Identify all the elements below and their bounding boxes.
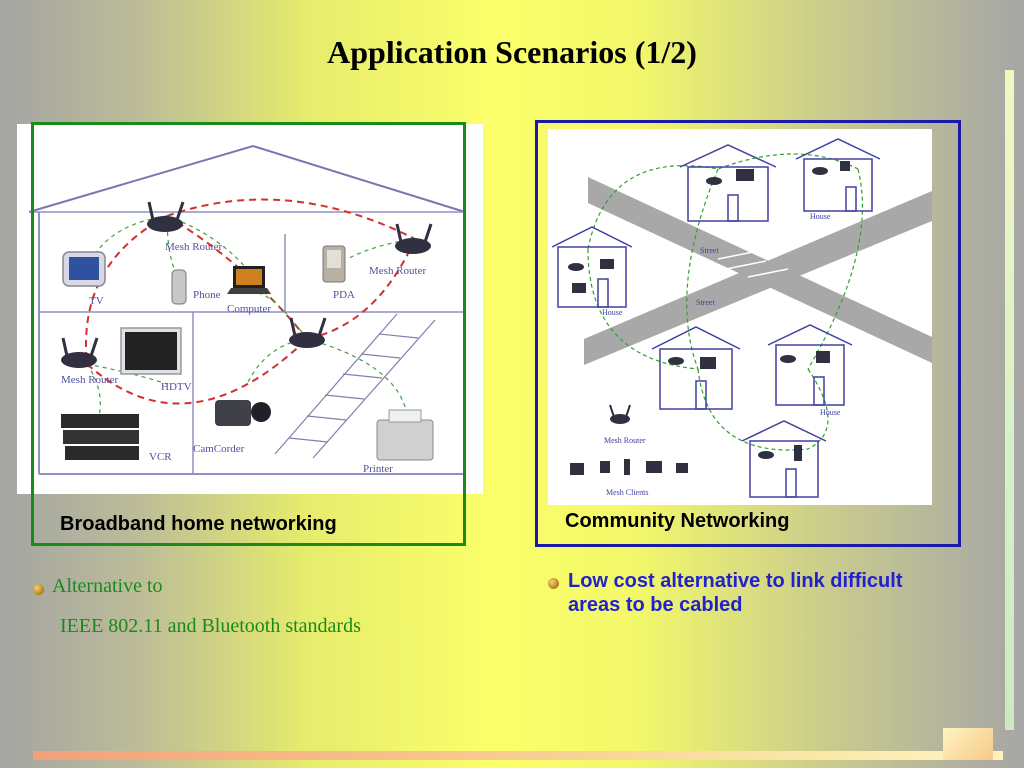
right-bullet-text: Low cost alternative to link difficult a… — [568, 570, 903, 616]
house-icon — [679, 144, 777, 222]
mesh-router-icon — [61, 337, 99, 368]
community-network-caption: Community Networking — [565, 510, 790, 532]
mesh-clients-legend-icon — [570, 459, 688, 475]
decorative-corner-box — [943, 728, 993, 760]
label-hdtv: HDTV — [161, 381, 192, 393]
phone-icon — [171, 269, 187, 305]
mesh-router-icon — [395, 223, 433, 254]
hdtv-icon — [120, 327, 182, 375]
bullet-icon — [548, 578, 559, 589]
mesh-router-icon — [289, 317, 327, 348]
label-mesh-clients: Mesh Clients — [606, 488, 648, 497]
label-house-top-right: House — [810, 212, 831, 221]
label-computer: Computer — [227, 303, 271, 315]
home-network-caption: Broadband home networking — [60, 513, 337, 535]
pda-icon — [322, 245, 346, 283]
camcorder-icon — [215, 400, 271, 426]
house-icon — [767, 324, 853, 406]
label-pda: PDA — [333, 289, 355, 301]
slide-title: Application Scenarios (1/2) — [327, 34, 697, 70]
left-bullet-line2: IEEE 802.11 and Bluetooth standards — [60, 615, 361, 637]
label-vcr: VCR — [149, 451, 172, 463]
label-mesh-router-left: Mesh Router — [61, 374, 118, 386]
community-network-frame — [535, 120, 961, 547]
label-mesh-router-top: Mesh Router — [165, 241, 222, 253]
community-network-illustration: House House House Street Street Mesh Rou… — [551, 138, 932, 498]
decorative-bottom-bar — [33, 751, 1003, 760]
decorative-side-bar — [1005, 70, 1014, 730]
tv-icon — [62, 251, 106, 287]
house-icon — [551, 226, 633, 308]
label-house-bottom-right: House — [820, 408, 841, 417]
printer-icon — [376, 409, 434, 461]
label-house-left: House — [602, 308, 623, 317]
bullet-icon — [33, 584, 44, 595]
label-tv: TV — [89, 295, 104, 307]
label-street-1: Street — [700, 246, 719, 255]
house-icon — [651, 326, 741, 410]
left-bullet-line1: Alternative to — [52, 575, 163, 597]
label-mesh-router: Mesh Router — [604, 436, 646, 445]
label-street-2: Street — [696, 298, 715, 307]
community-network-diagram: House House House Street Street Mesh Rou… — [548, 129, 932, 505]
house-icon — [795, 138, 881, 212]
home-network-diagram: Mesh Router Mesh Router Mesh Router TV P… — [17, 124, 483, 494]
vcr-icon — [61, 414, 139, 460]
label-mesh-router-right: Mesh Router — [369, 265, 426, 277]
mesh-router-legend-icon — [609, 404, 631, 424]
mesh-router-icon — [147, 201, 185, 232]
label-printer: Printer — [363, 463, 393, 475]
label-camcorder: CamCorder — [193, 443, 245, 455]
laptop-icon — [227, 266, 271, 294]
label-phone: Phone — [193, 289, 221, 301]
home-network-frame — [31, 122, 466, 546]
house-icon — [741, 420, 827, 498]
home-network-illustration: Mesh Router Mesh Router Mesh Router TV P… — [28, 144, 466, 475]
